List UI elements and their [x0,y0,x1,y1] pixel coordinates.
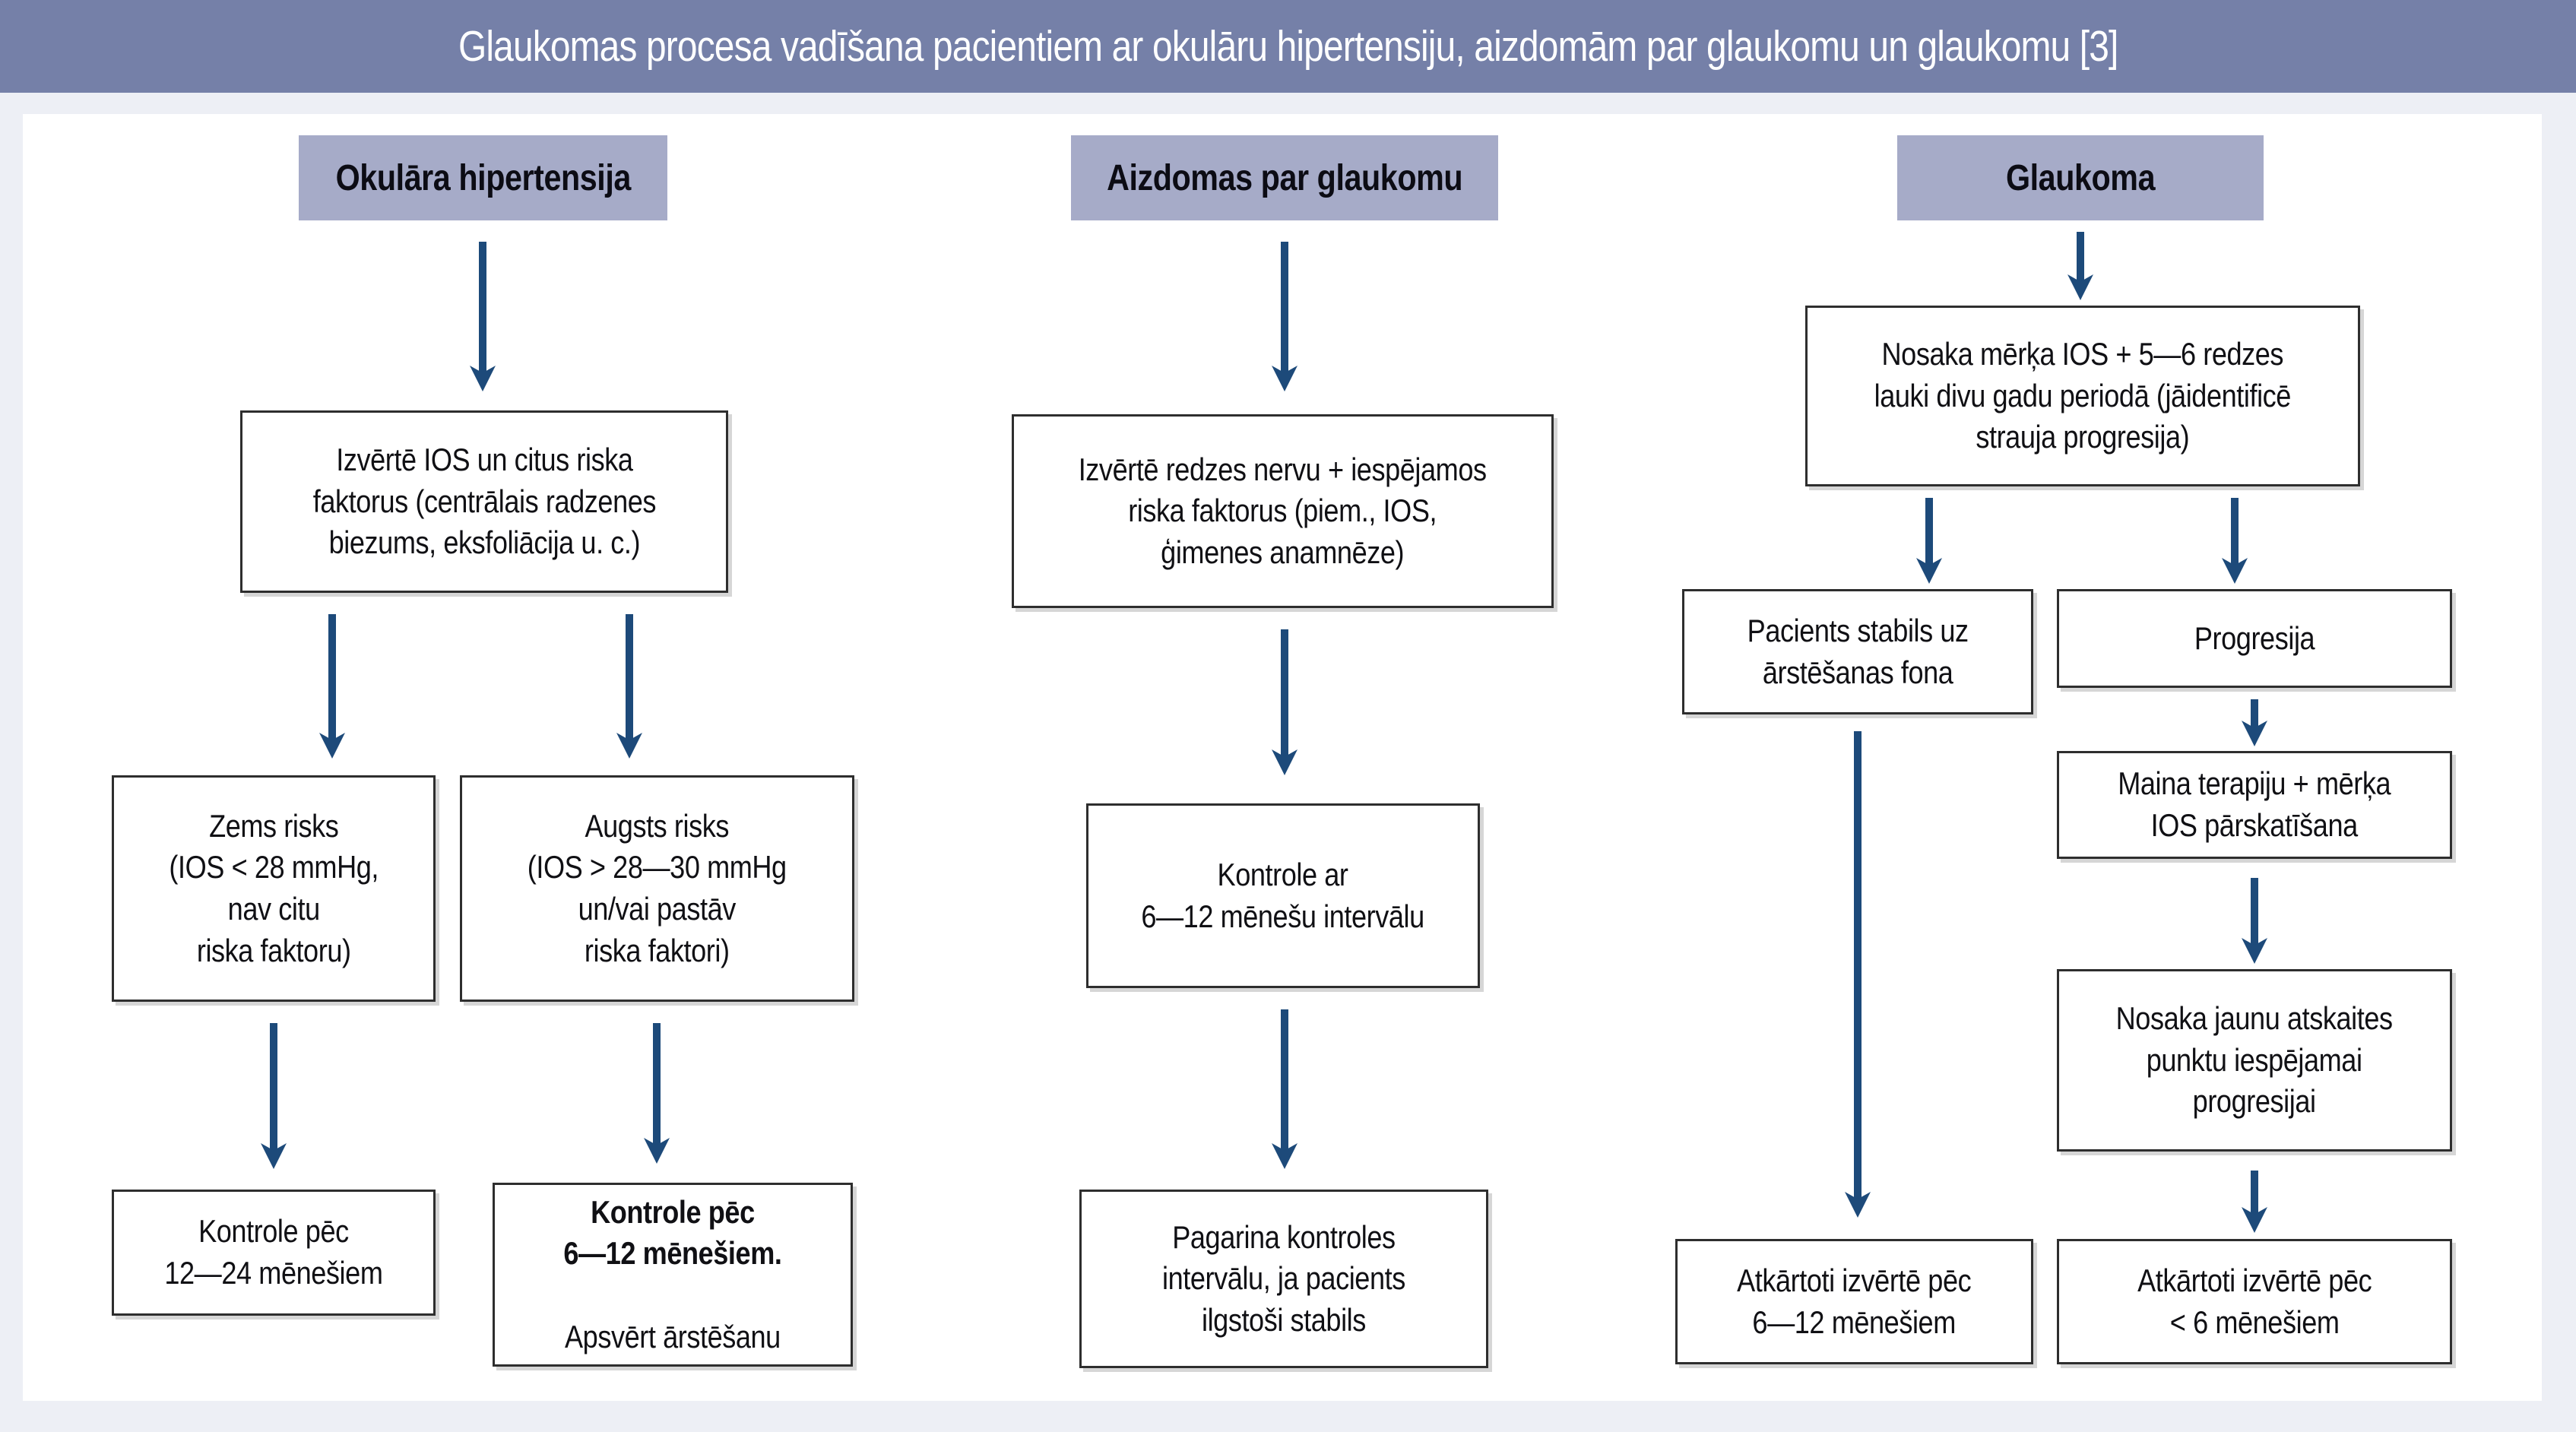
node-g-reassess-under-6-text: Atkārtoti izvērtē pēc < 6 mēnešiem [2137,1262,2372,1340]
node-g-new-baseline-text: Nosaka jaunu atskaites punktu iespējamai… [2115,1000,2393,1120]
column-header-glaucoma-suspect-label: Aizdomas par glaukomu [1106,157,1463,198]
arrow-g-stable-to-reassess [1845,731,1871,1218]
node-gs-assess-text: Izvērtē redzes nervu + iespējamos riska … [1079,451,1487,570]
node-g-patient-stable-text: Pacients stabils uz ārstēšanas fona [1747,612,1969,690]
node-g-progression: Progresija [2057,589,2452,688]
node-oh-control-12-24: Kontrole pēc 12—24 mēnešiem [112,1190,436,1316]
node-oh-assess-text: Izvērtē IOS un citus riska faktorus (cen… [312,442,656,561]
node-g-progression-text: Progresija [2194,619,2315,656]
node-oh-control-6-12: Kontrole pēc 6—12 mēnešiem. Apsvērt ārst… [493,1183,853,1367]
node-oh-control-6-12-regular-text: Apsvērt ārstēšanu [565,1318,781,1354]
node-g-reassess-6-12: Atkārtoti izvērtē pēc 6—12 mēnešiem [1675,1239,2033,1364]
node-gs-assess-optic-nerve: Izvērtē redzes nervu + iespējamos riska … [1012,414,1554,608]
node-gs-control-interval-text: Kontrole ar 6—12 mēnešu intervālu [1141,856,1425,934]
column-header-glaucoma-suspect: Aizdomas par glaukomu [1071,135,1498,220]
node-g-change-therapy: Maina terapiju + mērķa IOS pārskatīšana [2057,751,2452,859]
node-g-target-ios-text: Nosaka mērķa IOS + 5—6 redzes lauki divu… [1874,336,2292,455]
column-header-ocular-hypertension: Okulāra hipertensija [299,135,667,220]
arrow-oh-low-risk-to-control [261,1023,287,1169]
arrow-g-target-to-stable [1916,498,1942,584]
node-g-new-baseline: Nosaka jaunu atskaites punktu iespējamai… [2057,969,2452,1152]
column-header-glaucoma-label: Glaukoma [2005,157,2156,198]
arrow-oh-assess-to-high-risk [616,614,642,759]
node-g-change-therapy-text: Maina terapiju + mērķa IOS pārskatīšana [2118,765,2391,843]
arrow-oh-assess-to-low-risk [319,614,345,759]
column-header-ocular-hypertension-label: Okulāra hipertensija [335,157,631,198]
node-oh-control-12-24-text: Kontrole pēc 12—24 mēnešiem [164,1213,383,1291]
node-oh-control-6-12-bold-text: Kontrole pēc 6—12 mēnešiem. [563,1193,782,1272]
node-gs-extend-interval-text: Pagarina kontroles intervālu, ja pacient… [1162,1218,1405,1338]
title-bar: Glaukomas procesa vadīšana pacientiem ar… [0,0,2576,93]
arrow-gs-assess-to-control [1272,629,1298,775]
column-header-glaucoma: Glaukoma [1897,135,2264,220]
node-oh-assess-ios-risk-factors: Izvērtē IOS un citus riska faktorus (cen… [240,410,728,593]
node-g-target-ios: Nosaka mērķa IOS + 5—6 redzes lauki divu… [1805,306,2360,486]
node-oh-low-risk: Zems risks (IOS < 28 mmHg, nav citu risk… [112,775,436,1002]
arrow-oh-high-risk-to-control [644,1023,670,1164]
node-gs-extend-interval: Pagarina kontroles intervālu, ja pacient… [1079,1190,1488,1368]
diagram-title: Glaukomas procesa vadīšana pacientiem ar… [458,22,2118,71]
arrow-oh-header-to-assess [470,242,496,391]
arrow-g-progression-to-change-therapy [2242,699,2267,746]
arrow-g-baseline-to-reassess [2242,1171,2267,1233]
node-oh-high-risk: Augsts risks (IOS > 28—30 mmHg un/vai pa… [460,775,854,1002]
node-g-reassess-under-6: Atkārtoti izvērtē pēc < 6 mēnešiem [2057,1239,2452,1364]
node-oh-low-risk-text: Zems risks (IOS < 28 mmHg, nav citu risk… [169,807,379,968]
node-g-patient-stable: Pacients stabils uz ārstēšanas fona [1682,589,2033,714]
arrow-gs-header-to-assess [1272,242,1298,391]
node-oh-high-risk-text: Augsts risks (IOS > 28—30 mmHg un/vai pa… [528,807,787,968]
arrow-g-target-to-progression [2222,498,2248,584]
arrow-g-change-therapy-to-baseline [2242,878,2267,964]
arrow-gs-control-to-extend [1272,1009,1298,1169]
arrow-g-header-to-target [2067,232,2093,300]
node-gs-control-interval: Kontrole ar 6—12 mēnešu intervālu [1086,803,1480,988]
node-g-reassess-6-12-text: Atkārtoti izvērtē pēc 6—12 mēnešiem [1737,1262,1972,1340]
